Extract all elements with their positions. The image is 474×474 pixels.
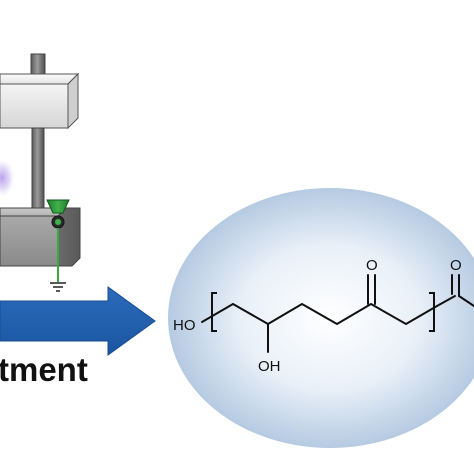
atom-label-terminal-ho: HO (173, 317, 196, 334)
plasma-glow (0, 159, 15, 197)
atom-label-side-oh: OH (258, 358, 281, 375)
base-block-front (0, 215, 59, 267)
upper-block-side (67, 72, 79, 130)
electrode-connector-inner (55, 219, 61, 225)
upper-block-top (0, 73, 80, 85)
treatment-caption: tment (0, 351, 88, 388)
plasma-apparatus (0, 53, 81, 292)
atom-label-ketone-o: O (366, 257, 378, 274)
bond-tail (458, 295, 474, 307)
ground-symbol (50, 282, 66, 292)
arrow-shape (0, 286, 156, 356)
bracket-right (429, 292, 435, 332)
vertical-column (31, 127, 45, 215)
bond-continue (436, 295, 456, 307)
bracket-left (211, 292, 217, 332)
polymer-structure: HO OH O O (173, 257, 474, 375)
green-nozzle (46, 199, 70, 214)
upper-block-front (0, 83, 69, 129)
molecule-background-ellipse (168, 188, 474, 448)
process-arrow (0, 286, 156, 356)
bond-ho-c1 (201, 303, 234, 323)
atom-label-ketone-o-2: O (450, 257, 462, 274)
